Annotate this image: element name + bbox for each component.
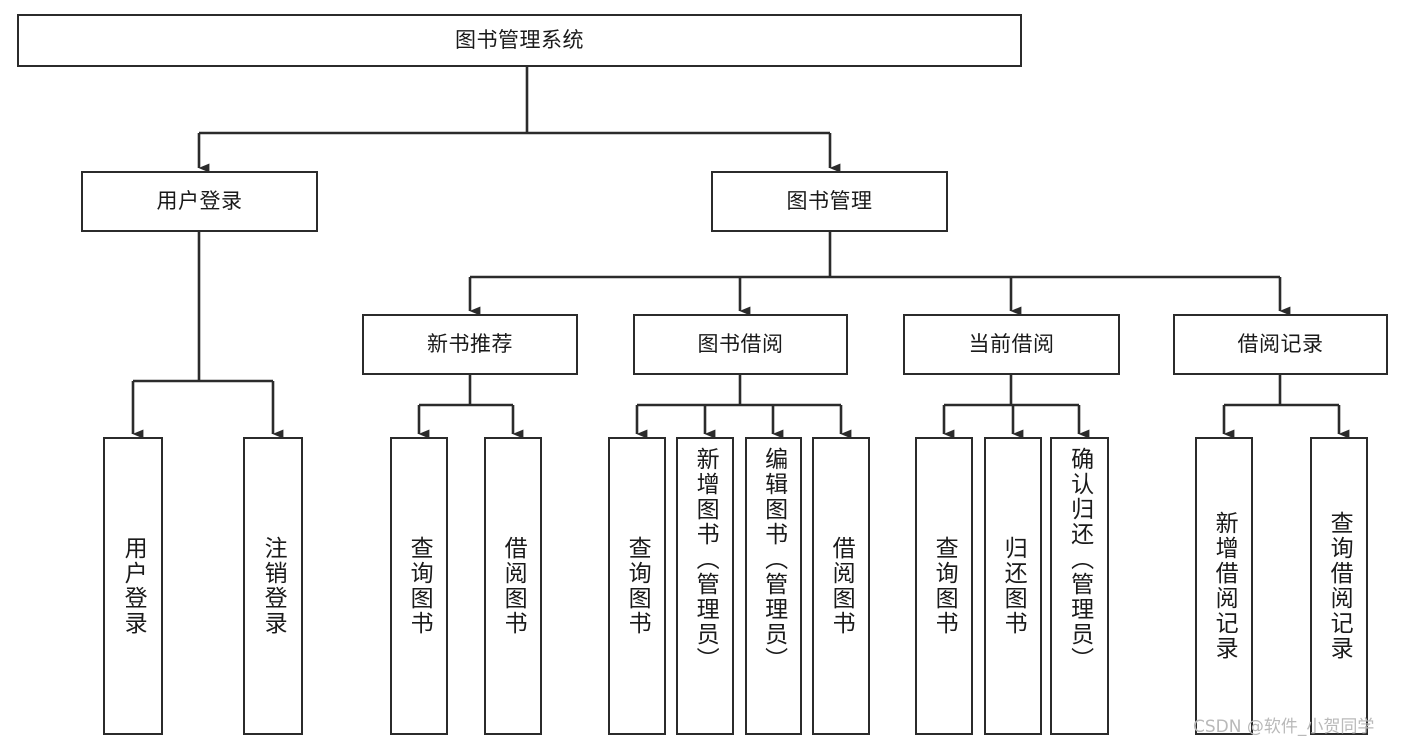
leaf-add-borrow-record[interactable]: 新增借阅记录 [1195, 437, 1253, 735]
leaf-edit-book-admin-label: 编辑图书（管理员） [760, 447, 787, 672]
node-borrow-records[interactable]: 借阅记录 [1173, 314, 1388, 375]
node-borrow-records-label: 借阅记录 [1237, 331, 1324, 356]
node-root[interactable]: 图书管理系统 [17, 14, 1022, 67]
node-user-login[interactable]: 用户登录 [81, 171, 318, 232]
leaf-query-borrow-record[interactable]: 查询借阅记录 [1310, 437, 1368, 735]
leaf-query-book-recommend[interactable]: 查询图书 [390, 437, 448, 735]
leaf-query-book-borrow[interactable]: 查询图书 [608, 437, 666, 735]
leaf-query-borrow-record-label: 查询借阅记录 [1326, 511, 1353, 661]
leaf-return-book-label: 归还图书 [1000, 536, 1027, 636]
leaf-return-book[interactable]: 归还图书 [984, 437, 1042, 735]
node-user-login-label: 用户登录 [156, 188, 243, 213]
leaf-query-book-recommend-label: 查询图书 [406, 536, 433, 636]
leaf-borrow-book-recommend[interactable]: 借阅图书 [484, 437, 542, 735]
leaf-add-borrow-record-label: 新增借阅记录 [1211, 511, 1238, 661]
leaf-confirm-return-admin[interactable]: 确认归还（管理员） [1050, 437, 1109, 735]
leaf-edit-book-admin[interactable]: 编辑图书（管理员） [745, 437, 802, 735]
leaf-borrow-book[interactable]: 借阅图书 [812, 437, 870, 735]
node-book-borrow[interactable]: 图书借阅 [633, 314, 848, 375]
node-current-borrow-label: 当前借阅 [968, 331, 1055, 356]
leaf-logout-label: 注销登录 [260, 536, 287, 636]
leaf-borrow-book-recommend-label: 借阅图书 [500, 536, 527, 636]
leaf-add-book-admin-label: 新增图书（管理员） [692, 447, 719, 672]
node-book-management-label: 图书管理 [786, 188, 873, 213]
leaf-query-book-current-label: 查询图书 [931, 536, 958, 636]
node-new-book-recommend[interactable]: 新书推荐 [362, 314, 578, 375]
node-book-borrow-label: 图书借阅 [697, 331, 784, 356]
watermark-text: CSDN @软件_小贺同学 [1193, 717, 1375, 737]
node-root-label: 图书管理系统 [455, 27, 584, 52]
leaf-query-book-current[interactable]: 查询图书 [915, 437, 973, 735]
leaf-borrow-book-label: 借阅图书 [828, 536, 855, 636]
node-new-book-recommend-label: 新书推荐 [427, 331, 513, 356]
leaf-user-login[interactable]: 用户登录 [103, 437, 163, 735]
leaf-user-login-label: 用户登录 [120, 536, 147, 636]
leaf-query-book-borrow-label: 查询图书 [624, 536, 651, 636]
node-book-management[interactable]: 图书管理 [711, 171, 948, 232]
leaf-logout[interactable]: 注销登录 [243, 437, 303, 735]
leaf-confirm-return-admin-label: 确认归还（管理员） [1066, 447, 1093, 672]
node-current-borrow[interactable]: 当前借阅 [903, 314, 1120, 375]
leaf-add-book-admin[interactable]: 新增图书（管理员） [676, 437, 734, 735]
